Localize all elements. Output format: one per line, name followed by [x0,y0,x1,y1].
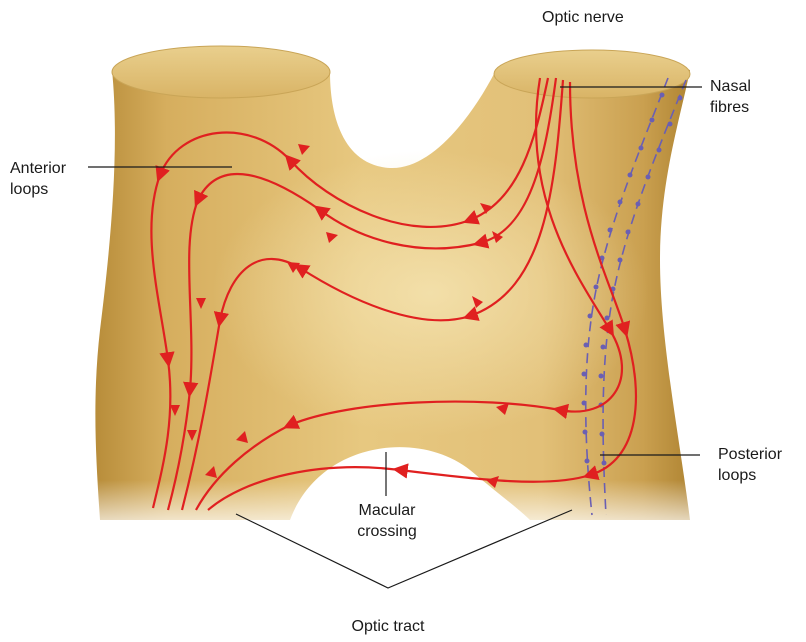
label-optic-tract: Optic tract [336,616,440,637]
label-anterior-loops-line-1: Anterior [10,158,66,179]
right-optic-nerve-end [494,50,690,98]
label-optic-nerve: Optic nerve [542,7,624,28]
label-posterior-loops-line-2: loops [718,465,782,486]
label-anterior-loops-line-2: loops [10,179,66,200]
label-macular-crossing-line-1: Macular [346,500,428,521]
label-posterior-loops-line-1: Posterior [718,444,782,465]
label-nasal-fibres: Nasal fibres [710,76,751,118]
label-macular-crossing: Macular crossing [346,500,428,542]
label-nasal-fibres-line-1: Nasal [710,76,751,97]
label-nasal-fibres-line-2: fibres [710,97,751,118]
label-posterior-loops: Posterior loops [718,444,782,486]
label-macular-crossing-line-2: crossing [346,521,428,542]
left-optic-nerve-end [112,46,330,98]
label-anterior-loops: Anterior loops [10,158,66,200]
chiasm-glow [160,130,680,470]
